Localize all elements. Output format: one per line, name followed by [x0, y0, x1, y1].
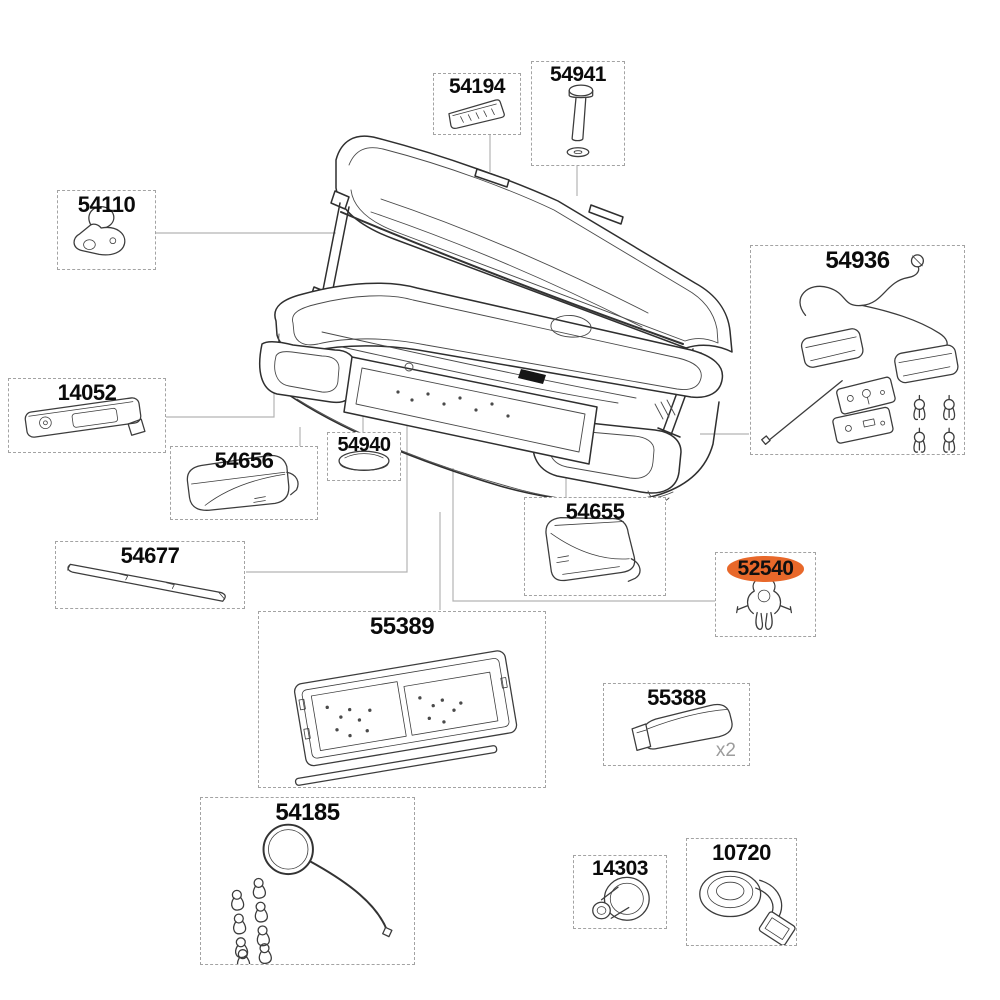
connector-54677 — [246, 410, 408, 573]
part-number-54940: 54940 — [337, 434, 391, 456]
part-number-14052: 14052 — [57, 380, 117, 405]
bolt-washer-icon — [566, 84, 594, 158]
part-box-54677[interactable]: 54677 — [55, 541, 245, 609]
light-wiring-kit-icon — [761, 254, 959, 453]
lid-hook-icon — [73, 206, 126, 256]
part-box-54936[interactable]: 54936 — [750, 245, 965, 455]
license-plate-holder-icon — [293, 650, 518, 786]
lid-slot — [588, 204, 624, 225]
lid-inner-line — [348, 147, 719, 344]
tub-interior-detail — [550, 315, 592, 338]
part-box-54655[interactable]: 54655 — [524, 497, 666, 596]
plate-holes — [396, 390, 510, 418]
part-box-54656[interactable]: 54656 — [170, 446, 318, 520]
part-number-54194: 54194 — [449, 75, 505, 98]
screw-mark — [404, 362, 414, 372]
quantity-note: x2 — [715, 740, 736, 761]
lid-slot — [474, 168, 510, 188]
highlight-ellipse: 52540 — [726, 556, 805, 582]
end-cap-right-icon — [545, 516, 641, 582]
trim-strip-icon — [67, 563, 226, 602]
oval-cover-cap-icon — [338, 450, 390, 472]
tub-rim-inner — [292, 295, 702, 390]
part-box-55389[interactable]: 55389 — [258, 611, 546, 788]
part-box-14303[interactable]: 14303 — [573, 855, 667, 929]
left-strut — [321, 202, 350, 300]
part-number-14303: 14303 — [592, 857, 648, 880]
part-number-54677: 54677 — [120, 543, 180, 568]
part-number-54656: 54656 — [214, 448, 274, 473]
plate-bracket-inner — [355, 367, 586, 453]
part-number-54110: 54110 — [77, 192, 136, 217]
part-box-54110[interactable]: 54110 — [57, 190, 156, 270]
left-bumper-recess — [274, 351, 340, 393]
cover-block-icon — [631, 703, 733, 751]
part-number-54655: 54655 — [565, 499, 625, 524]
strap-roll-icon — [699, 870, 796, 945]
part-number-52540: 52540 — [716, 554, 815, 582]
hinge-bracket — [330, 190, 350, 210]
tub-floor-line — [321, 331, 637, 399]
grommet-plug-icon — [592, 876, 650, 921]
part-number-10720: 10720 — [712, 840, 771, 865]
part-box-55388[interactable]: 55388 x2 — [603, 683, 750, 766]
part-number-55389: 55389 — [369, 613, 435, 640]
connector-52540 — [452, 468, 715, 602]
tub-floor-line — [341, 346, 619, 404]
part-number-55388: 55388 — [647, 685, 706, 710]
part-number-54936: 54936 — [825, 247, 890, 274]
lock-slot — [518, 369, 546, 384]
part-box-54941[interactable]: 54941 — [531, 61, 625, 166]
left-bumper — [258, 341, 356, 404]
part-box-14052[interactable]: 14052 — [8, 378, 166, 453]
part-box-10720[interactable]: 10720 — [686, 838, 797, 946]
part-box-54194[interactable]: 54194 — [433, 73, 521, 135]
lid-recess-line — [370, 211, 643, 328]
part-box-54940[interactable]: 54940 — [327, 432, 401, 481]
plate-bracket — [343, 356, 598, 465]
part-number-54941: 54941 — [550, 63, 606, 86]
hatch-marks — [654, 399, 676, 420]
lock-handle-icon — [24, 397, 146, 438]
brand-badge-icon — [448, 99, 505, 130]
end-cap-left-icon — [186, 454, 299, 511]
cable-loop-clips-icon — [231, 823, 393, 964]
part-number-54185: 54185 — [275, 799, 340, 826]
part-box-52540[interactable]: 52540 — [715, 552, 816, 637]
lid-outline — [335, 135, 733, 353]
lid-recess-line — [380, 198, 649, 314]
lid-seal-line — [340, 211, 684, 345]
part-box-54185[interactable]: 54185 — [200, 797, 415, 965]
